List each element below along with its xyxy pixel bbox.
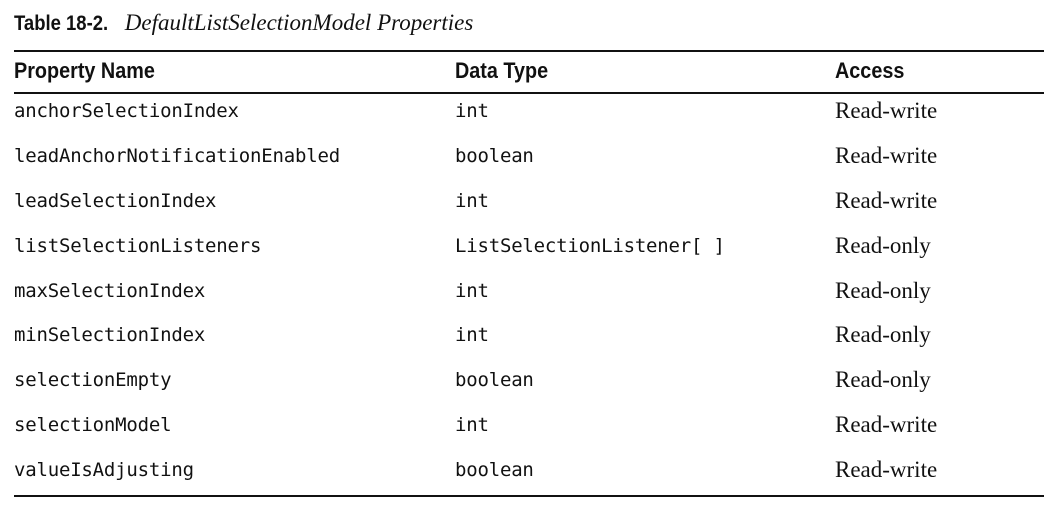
table-row: minSelectionIndex int Read-only <box>0 320 1057 350</box>
table-row: maxSelectionIndex int Read-only <box>0 276 1057 306</box>
data-type-cell: boolean <box>455 369 534 391</box>
property-name-cell: listSelectionListeners <box>14 235 262 257</box>
data-type-cell: boolean <box>455 145 534 167</box>
data-type-cell: ListSelectionListener[ ] <box>455 235 725 257</box>
access-cell: Read-only <box>835 233 931 258</box>
property-name-cell: anchorSelectionIndex <box>14 100 239 122</box>
property-name-cell: maxSelectionIndex <box>14 280 206 302</box>
table-row: selectionEmpty boolean Read-only <box>0 365 1057 395</box>
header-access: Access <box>835 58 905 83</box>
header-property-name: Property Name <box>14 58 155 83</box>
access-cell: Read-write <box>835 412 938 437</box>
bottom-rule <box>14 495 1044 497</box>
access-cell: Read-write <box>835 457 938 482</box>
table-row: anchorSelectionIndex int Read-write <box>0 96 1057 126</box>
access-cell: Read-write <box>835 143 938 168</box>
table-caption: Table 18-2. DefaultListSelectionModel Pr… <box>14 9 473 38</box>
property-name-cell: minSelectionIndex <box>14 324 206 346</box>
access-cell: Read-only <box>835 367 931 392</box>
data-type-cell: int <box>455 190 489 212</box>
table-row: leadAnchorNotificationEnabled boolean Re… <box>0 141 1057 171</box>
property-name-cell: leadAnchorNotificationEnabled <box>14 145 340 167</box>
table-row: selectionModel int Read-write <box>0 410 1057 440</box>
access-cell: Read-write <box>835 188 938 213</box>
data-type-cell: int <box>455 280 489 302</box>
data-type-cell: int <box>455 100 489 122</box>
header-rule <box>14 92 1044 94</box>
property-name-cell: leadSelectionIndex <box>14 190 217 212</box>
top-rule <box>14 50 1044 52</box>
data-type-cell: int <box>455 414 489 436</box>
table-row: listSelectionListeners ListSelectionList… <box>0 231 1057 261</box>
table-title: DefaultListSelectionModel Properties <box>124 10 474 35</box>
data-type-cell: int <box>455 324 489 346</box>
access-cell: Read-write <box>835 98 938 123</box>
property-name-cell: selectionModel <box>14 414 172 436</box>
access-cell: Read-only <box>835 322 931 347</box>
header-data-type: Data Type <box>455 58 549 83</box>
table-row: leadSelectionIndex int Read-write <box>0 186 1057 216</box>
property-name-cell: selectionEmpty <box>14 369 172 391</box>
property-name-cell: valueIsAdjusting <box>14 459 194 481</box>
table-number: Table 18-2. <box>14 12 109 35</box>
table-row: valueIsAdjusting boolean Read-write <box>0 455 1057 485</box>
access-cell: Read-only <box>835 278 931 303</box>
data-type-cell: boolean <box>455 459 534 481</box>
